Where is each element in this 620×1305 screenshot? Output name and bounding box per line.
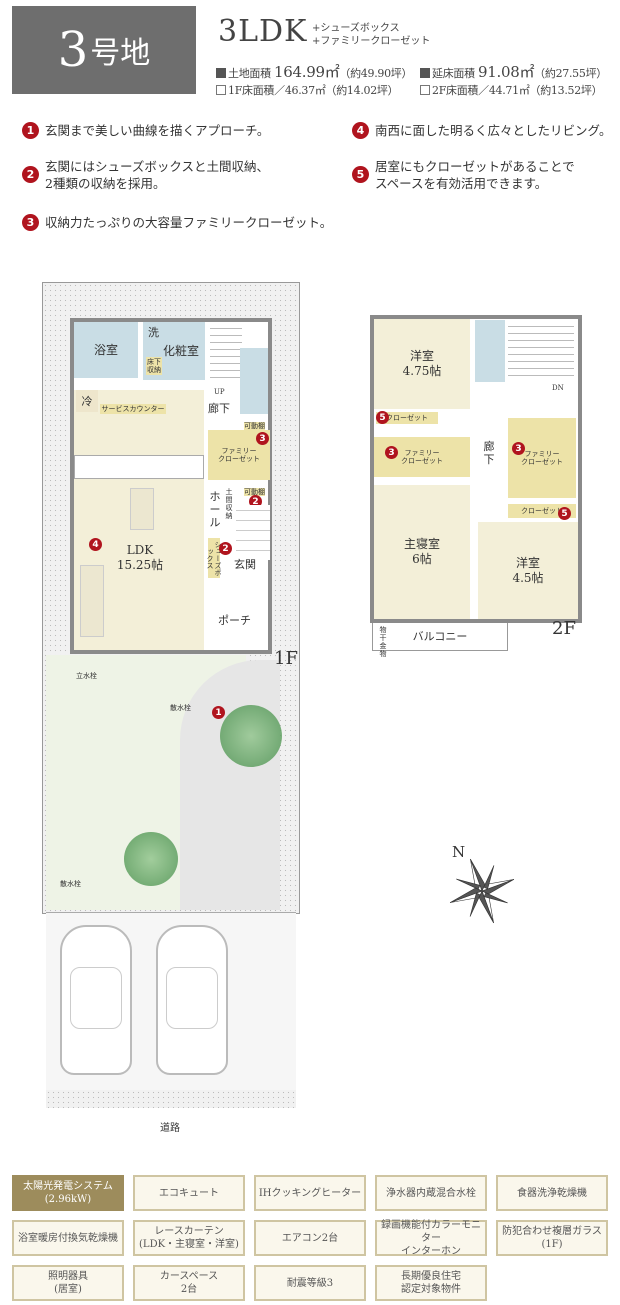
amenity-badge: 浄水器内蔵混合水栓 <box>375 1175 487 1211</box>
marker-3: 3 <box>256 432 269 445</box>
corridor-2f-label: 廊下 <box>483 440 495 466</box>
up-label: UP <box>214 388 225 396</box>
floor2-label: 2F <box>552 618 576 639</box>
amenity-badge: 耐震等級3 <box>254 1265 366 1301</box>
sofa <box>80 565 104 637</box>
entrance-tile <box>236 505 270 560</box>
2f-floor-area: 2F床面積／44.71㎡（約13.52坪） <box>420 82 603 98</box>
marker-2: 2 <box>249 495 262 508</box>
fridge: 冷 <box>76 390 98 412</box>
lot-suffix: 号地 <box>90 36 151 71</box>
1f-floor-area: 1F床面積／46.37㎡（約14.02坪） <box>216 82 399 98</box>
sprinkler-label-2: 散水栓 <box>60 880 81 888</box>
laundry-hardware-label: 物干金物 <box>379 626 387 658</box>
doma-storage-label: 土間収納 <box>225 488 233 520</box>
road-label: 道路 <box>160 1123 180 1134</box>
amenity-badge: 浴室暖房付換気乾燥機 <box>12 1220 124 1256</box>
marker-5: 5 <box>558 507 571 520</box>
amenity-badge: エコキュート <box>133 1175 245 1211</box>
amenity-badge: 照明器具 (居室) <box>12 1265 124 1301</box>
amenity-badge: 録画機能付カラーモニター インターホン <box>375 1220 487 1257</box>
north-label: N <box>452 843 466 861</box>
extra-family-closet: +ファミリークローゼット <box>312 36 431 47</box>
filled-square-icon <box>216 68 226 78</box>
car-icon <box>156 925 228 1075</box>
underfloor-storage: 床下 収納 <box>146 357 162 375</box>
amenity-badge: カースペース 2台 <box>133 1265 245 1301</box>
stairs-2f <box>508 320 574 380</box>
layout-type: 3LDK <box>218 14 308 49</box>
laundry-label: 洗 <box>148 326 159 339</box>
marker-5: 5 <box>376 411 389 424</box>
empty-square-icon <box>216 85 226 95</box>
car-icon <box>60 925 132 1075</box>
layout-extras: +シューズボックス +ファミリークローゼット <box>312 22 430 48</box>
marker-3: 3 <box>512 442 525 455</box>
tree-icon <box>220 705 282 767</box>
sprinkler-label: 散水栓 <box>170 704 191 712</box>
amenity-badge: IHクッキングヒーター <box>254 1175 366 1211</box>
road-edge <box>46 1090 296 1108</box>
entrance-label: 玄関 <box>234 558 256 571</box>
marker-2: 2 <box>219 542 232 555</box>
balcony: バルコニー <box>372 623 508 651</box>
down-label: DN <box>552 384 564 392</box>
amenity-badge: 長期優良住宅 認定対象物件 <box>375 1265 487 1301</box>
bathroom: 浴室 <box>74 322 138 378</box>
lot-number: 3 <box>57 22 89 78</box>
lot-number-badge: 3 号地 <box>12 6 196 94</box>
amenity-badge: 太陽光発電システム (2.96kW) <box>12 1175 124 1211</box>
toilet <box>240 348 268 414</box>
marker-3: 3 <box>385 446 398 459</box>
toilet-2f <box>475 320 505 382</box>
amenity-badge: レースカーテン (LDK・主寝室・洋室) <box>133 1220 245 1256</box>
land-area: 土地面積 164.99㎡（約49.90坪） <box>216 61 413 82</box>
stairs <box>210 322 242 382</box>
amenity-badge: 防犯合わせ複層ガラス (1F) <box>496 1220 608 1256</box>
compass-rose-icon <box>449 858 515 924</box>
marker-1: 1 <box>212 706 225 719</box>
movable-shelf-label: 可動棚 <box>244 422 265 430</box>
hall-label: ホール <box>209 490 221 529</box>
shoebox: シューズボックス <box>206 538 222 578</box>
approach-path <box>180 660 280 910</box>
tree-icon <box>124 832 178 886</box>
filled-square-icon <box>420 68 430 78</box>
kitchen-counter <box>74 455 204 479</box>
amenity-badge: エアコン2台 <box>254 1220 366 1256</box>
corridor-label: 廊下 <box>208 402 230 415</box>
marker-4: 4 <box>89 538 102 551</box>
dining-table <box>130 488 154 530</box>
porch-label: ポーチ <box>218 614 251 627</box>
total-floor-area: 延床面積 91.08㎡（約27.55坪） <box>420 61 607 82</box>
empty-square-icon <box>420 85 430 95</box>
closet-room1: クローゼット <box>376 412 438 424</box>
floor1-label: 1F <box>274 648 298 669</box>
service-counter: サービスカウンター <box>100 404 166 414</box>
amenity-badge: 食器洗浄乾燥機 <box>496 1175 608 1211</box>
movable-shelf-label-2: 可動棚 <box>244 488 265 496</box>
extra-shoebox: +シューズボックス <box>312 23 400 34</box>
family-closet-east: ファミリー クローゼット <box>508 418 576 498</box>
faucet-label: 立水栓 <box>76 672 97 680</box>
